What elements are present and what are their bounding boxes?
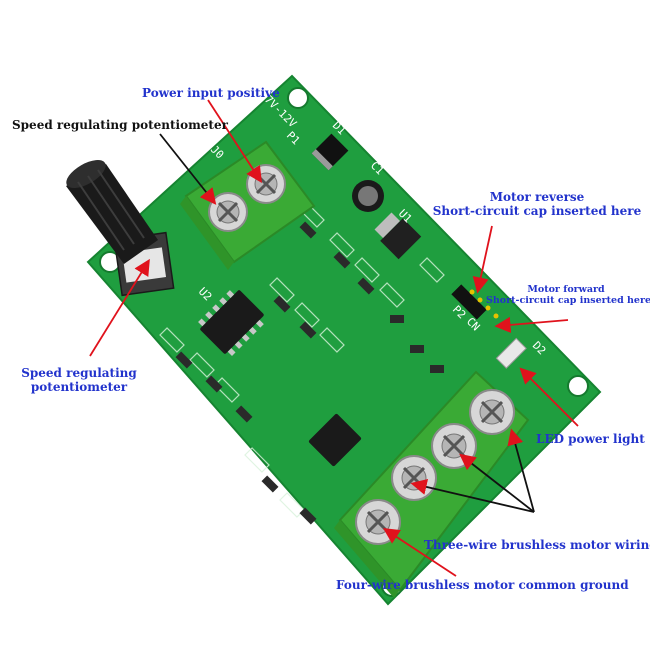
label-motor-reverse-line1: Motor reverse bbox=[489, 190, 585, 204]
ic-u2 bbox=[198, 290, 264, 356]
ic-driver bbox=[308, 413, 362, 467]
label-speed-pot-left: Speed regulating potentiometer bbox=[14, 366, 144, 395]
arrow-speed-pot-left bbox=[89, 258, 150, 357]
label-speed-pot-top: Speed regulating potentiometer bbox=[12, 118, 228, 132]
label-motor-reverse-line2: Short-circuit cap inserted here bbox=[432, 204, 642, 219]
mounting-hole bbox=[567, 375, 589, 397]
arrow-three-wire-2 bbox=[459, 453, 535, 513]
mounting-hole bbox=[287, 87, 309, 109]
arrow-power-input bbox=[207, 99, 262, 184]
screw-terminal bbox=[431, 423, 477, 469]
arrow-led bbox=[519, 367, 579, 427]
label-motor-forward-line2: Short-circuit cap inserted here bbox=[486, 295, 650, 307]
screw-terminal bbox=[391, 455, 437, 501]
arrow-three-wire-1 bbox=[410, 478, 535, 513]
arrow-three-wire-3 bbox=[507, 428, 535, 513]
led-d2 bbox=[495, 337, 527, 369]
label-four-wire: Four-wire brushless motor common ground bbox=[336, 578, 629, 592]
screw-terminal bbox=[355, 499, 401, 545]
screw-terminal bbox=[208, 192, 248, 232]
arrow-speed-pot-top bbox=[159, 133, 217, 205]
regulator-u1 bbox=[374, 212, 422, 260]
label-led-power-light: LED power light bbox=[536, 432, 645, 446]
screw-terminal bbox=[246, 164, 286, 204]
screw-terminal bbox=[469, 389, 515, 435]
label-motor-forward-line1: Motor forward bbox=[527, 284, 605, 295]
arrow-motor-forward bbox=[494, 316, 569, 333]
power-terminal-block bbox=[180, 140, 316, 270]
label-power-input-positive: Power input positive bbox=[142, 86, 280, 100]
label-three-wire: Three-wire brushless motor wiring bbox=[424, 538, 650, 552]
diode-d1 bbox=[311, 133, 349, 171]
label-motor-reverse: Motor reverse Short-circuit cap inserted… bbox=[432, 190, 642, 219]
label-motor-forward: Motor forward Short-circuit cap inserted… bbox=[486, 284, 650, 307]
arrow-motor-reverse bbox=[472, 225, 493, 294]
arrow-four-wire bbox=[382, 528, 457, 577]
label-speed-pot-left-line1: Speed regulating bbox=[21, 366, 137, 380]
potentiometer-knob bbox=[66, 160, 158, 264]
label-speed-pot-left-line2: potentiometer bbox=[30, 380, 128, 395]
capacitor-c1 bbox=[352, 180, 384, 212]
